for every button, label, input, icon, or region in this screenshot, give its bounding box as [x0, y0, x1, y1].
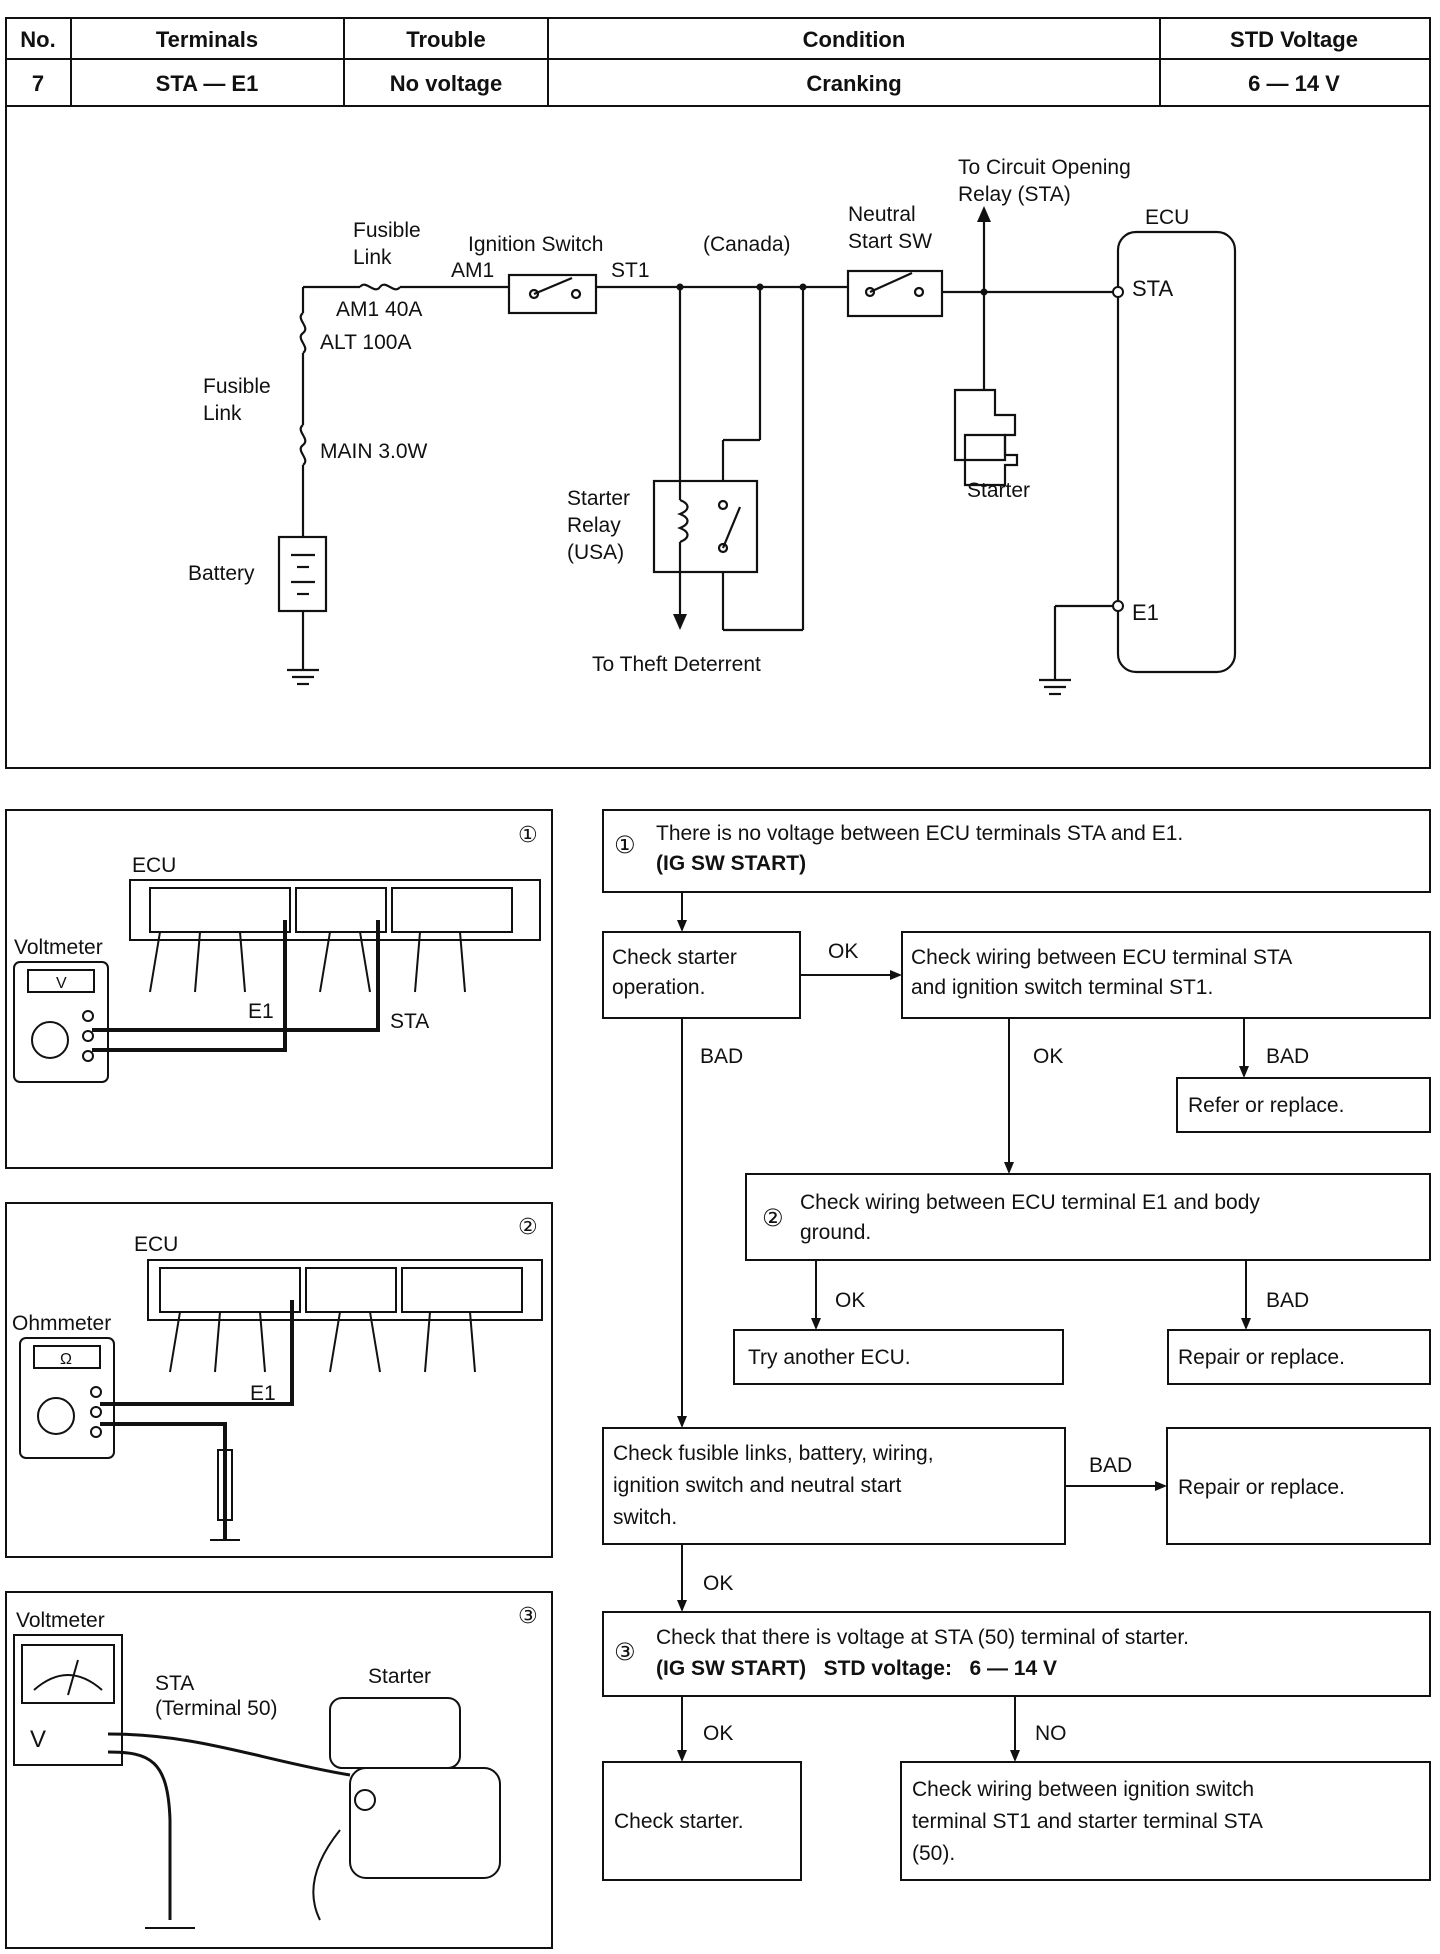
header-condition: Condition: [803, 27, 906, 52]
label-bad-3: BAD: [1266, 1289, 1309, 1312]
label-ecu: ECU: [1145, 206, 1189, 229]
header-trouble: Trouble: [406, 27, 485, 52]
check-starter: Check starter.: [614, 1810, 744, 1833]
figure-1-e1: E1: [248, 1000, 274, 1023]
label-am1: AM1: [451, 259, 494, 282]
step-1-condition: (IG SW START): [656, 852, 806, 875]
label-alt-fuse: ALT 100A: [320, 331, 411, 354]
repair-or-replace-1: Repair or replace.: [1178, 1346, 1345, 1369]
step-1-text: There is no voltage between ECU terminal…: [656, 822, 1183, 845]
label-bad-2: BAD: [1266, 1045, 1309, 1068]
label-ecu-sta: STA: [1132, 276, 1173, 301]
figure-1-voltmeter-label: Voltmeter: [14, 936, 103, 959]
figure-1-number: ①: [518, 822, 538, 847]
analog-voltmeter-icon: [13, 1634, 123, 1766]
figure-3-starter-label: Starter: [368, 1665, 431, 1688]
cell-std-voltage: 6 — 14 V: [1248, 71, 1340, 96]
voltmeter-icon: [13, 961, 109, 1083]
figure-3-number: ③: [518, 1603, 538, 1628]
cell-condition: Cranking: [806, 71, 901, 96]
figure-2-e1: E1: [250, 1382, 276, 1405]
step-1-number: ①: [614, 832, 636, 859]
ground-probe-icon: [210, 1449, 240, 1541]
label-ecu-e1: E1: [1132, 600, 1159, 625]
label-am1-fuse: AM1 40A: [336, 298, 422, 321]
label-no: NO: [1035, 1722, 1067, 1745]
label-ok-2: OK: [1033, 1045, 1063, 1068]
figure-1-unit: V: [56, 975, 67, 992]
figure-2-ohmmeter-label: Ohmmeter: [12, 1312, 111, 1335]
repair-or-replace-2: Repair or replace.: [1178, 1476, 1345, 1499]
ecu-connector-icon: [147, 1259, 543, 1373]
header-terminals: Terminals: [156, 27, 258, 52]
refer-or-replace: Refer or replace.: [1188, 1094, 1344, 1117]
label-ok-5: OK: [703, 1722, 733, 1745]
step-2-number: ②: [762, 1205, 784, 1232]
figure-1-sta: STA: [390, 1010, 429, 1033]
label-bad-4: BAD: [1089, 1454, 1132, 1477]
cell-no: 7: [32, 71, 44, 96]
label-ok-1: OK: [828, 940, 858, 963]
step-3-text: Check that there is voltage at STA (50) …: [656, 1626, 1189, 1649]
figure-3-sta-label: STA(Terminal 50): [155, 1672, 278, 1720]
label-ok-3: OK: [835, 1289, 865, 1312]
label-starter: Starter: [967, 479, 1030, 502]
try-another-ecu: Try another ECU.: [748, 1346, 911, 1369]
ohmmeter-icon: [19, 1337, 115, 1459]
label-ignition-switch: Ignition Switch: [468, 233, 603, 256]
cell-trouble: No voltage: [390, 71, 502, 96]
label-ok-4: OK: [703, 1572, 733, 1595]
cell-terminals: STA — E1: [156, 71, 259, 96]
label-main-fuse: MAIN 3.0W: [320, 440, 428, 463]
step-3-condition: (IG SW START) STD voltage: 6 — 14 V: [656, 1657, 1057, 1680]
label-bad-1: BAD: [700, 1045, 743, 1068]
figure-3-unit: V: [30, 1726, 46, 1753]
label-st1: ST1: [611, 259, 650, 282]
figure-3-voltmeter-label: Voltmeter: [16, 1609, 105, 1632]
spec-table: No. Terminals Trouble Condition STD Volt…: [5, 17, 1431, 107]
figure-2-unit: Ω: [60, 1351, 72, 1368]
step-2-text: Check wiring between ECU terminal E1 and…: [800, 1191, 1260, 1244]
label-theft-deterrent: To Theft Deterrent: [592, 653, 761, 676]
header-std-voltage: STD Voltage: [1230, 27, 1358, 52]
label-canada: (Canada): [703, 233, 791, 256]
label-battery: Battery: [188, 562, 255, 585]
figure-1-ecu-label: ECU: [132, 854, 176, 877]
figure-2-ecu-label: ECU: [134, 1233, 178, 1256]
step-3-number: ③: [614, 1639, 636, 1666]
starter-motor-icon: [312, 1697, 501, 1921]
ecu-connector-icon: [129, 879, 541, 993]
figure-2-number: ②: [518, 1214, 538, 1239]
header-no: No.: [20, 27, 55, 52]
check-fusible-links: Check fusible links, battery, wiring,ign…: [613, 1442, 934, 1529]
